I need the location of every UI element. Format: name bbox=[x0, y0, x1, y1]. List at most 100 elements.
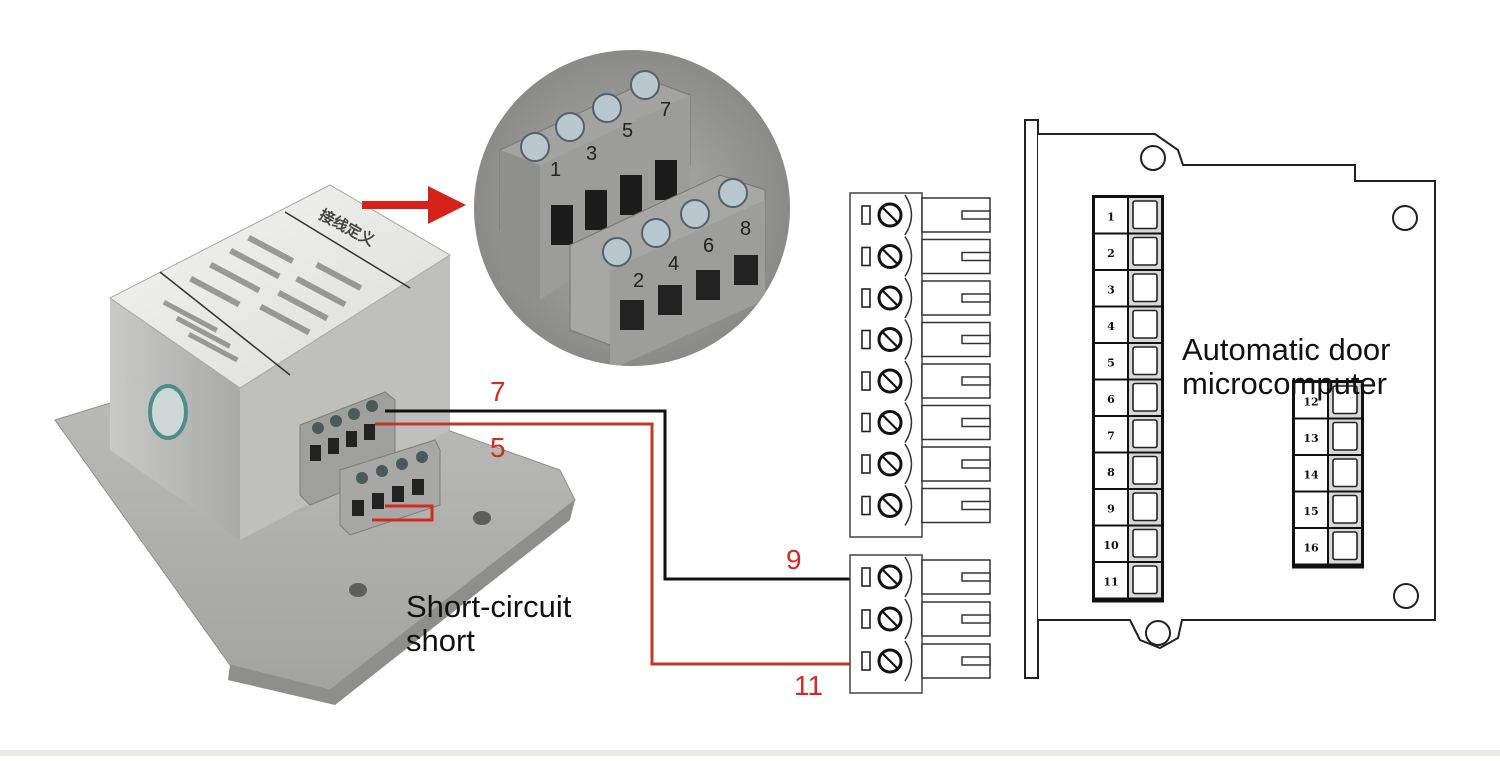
terminal-slot bbox=[1132, 236, 1158, 266]
terminal-number-cell bbox=[1295, 456, 1327, 491]
inset-terminal-label: 3 bbox=[586, 143, 597, 165]
plug-slot bbox=[961, 500, 991, 511]
mounting-hole bbox=[473, 511, 491, 525]
terminal-number-cell bbox=[1095, 417, 1127, 452]
controller-terminal: 3 bbox=[1095, 271, 1161, 306]
terminal-number: 2 bbox=[1107, 247, 1115, 260]
terminal-number-cell bbox=[1095, 198, 1127, 233]
housing-curve bbox=[904, 443, 913, 485]
wire-label-device-top: 7 bbox=[490, 376, 506, 407]
terminal-slot bbox=[1332, 458, 1358, 488]
screw-slot bbox=[882, 456, 898, 472]
wire-entry bbox=[861, 246, 871, 267]
mounting-hole bbox=[349, 583, 367, 597]
terminal-number-cell bbox=[1295, 383, 1327, 418]
wire-label-connector-bottom: 11 bbox=[794, 670, 824, 701]
housing-curve bbox=[904, 556, 913, 598]
plug-slot bbox=[961, 293, 991, 303]
screw-slot bbox=[882, 653, 898, 669]
terminal-number: 7 bbox=[1107, 429, 1115, 442]
connector-pin bbox=[861, 360, 991, 402]
screw-slot bbox=[882, 290, 898, 306]
plug-slot bbox=[961, 572, 991, 582]
board-mount-hole bbox=[1145, 620, 1171, 646]
inset-terminal-label: 5 bbox=[622, 120, 633, 142]
housing-curve bbox=[904, 640, 913, 682]
bottom-border bbox=[0, 750, 1500, 756]
terminal-number-cell bbox=[1095, 307, 1127, 342]
inset-terminal-label: 7 bbox=[660, 99, 671, 121]
terminal-slot bbox=[1132, 455, 1158, 485]
connector-pin bbox=[861, 194, 991, 236]
wire-black bbox=[385, 409, 862, 581]
connector-upper bbox=[849, 192, 991, 538]
inset-terminal-label: 8 bbox=[740, 218, 751, 240]
screw-slot bbox=[882, 207, 898, 223]
housing-curve bbox=[904, 598, 913, 640]
screw-slot bbox=[882, 414, 898, 431]
device-terminal-block bbox=[299, 391, 441, 536]
screw-slot bbox=[882, 569, 898, 585]
connector-pin bbox=[861, 402, 991, 443]
inset-terminal-label: 4 bbox=[668, 253, 679, 275]
terminal-number-cell bbox=[1095, 380, 1127, 415]
terminal-number: 9 bbox=[1107, 502, 1115, 515]
plug-slot bbox=[961, 656, 991, 666]
terminal-number: 6 bbox=[1107, 393, 1115, 406]
wire-label-connector-top: 9 bbox=[786, 544, 802, 575]
connector-pin bbox=[861, 236, 991, 277]
screw-slot bbox=[882, 611, 898, 627]
plug-slot bbox=[961, 459, 991, 469]
controller-terminal: 10 bbox=[1095, 526, 1161, 561]
controller-annotation: Automatic door microcomputer bbox=[1182, 333, 1391, 401]
controller-terminal: 14 bbox=[1295, 456, 1361, 491]
housing-curve bbox=[904, 319, 913, 360]
wire-entry bbox=[861, 412, 871, 433]
terminal-number: 4 bbox=[1107, 320, 1115, 333]
terminal-number-cell bbox=[1095, 490, 1127, 525]
terminal-number: 12 bbox=[1303, 395, 1318, 408]
plug-slot bbox=[961, 251, 991, 262]
wire-entry bbox=[861, 329, 871, 350]
screw-slot bbox=[882, 331, 898, 348]
plug-slot bbox=[961, 417, 991, 428]
terminal-slot bbox=[1132, 382, 1158, 412]
screw-slot bbox=[882, 248, 898, 265]
wire-label-device-bottom: 5 bbox=[490, 432, 506, 463]
wire-entry bbox=[861, 205, 871, 225]
short-circuit-annotation: Short-circuit short bbox=[406, 590, 571, 658]
terminal-number-cell bbox=[1095, 234, 1127, 269]
plug-slot bbox=[961, 334, 991, 345]
wire-entry bbox=[861, 567, 871, 587]
terminal-number: 11 bbox=[1103, 575, 1118, 588]
housing-curve bbox=[904, 485, 913, 526]
terminal-slot bbox=[1132, 492, 1158, 522]
controller-terminal: 5 bbox=[1095, 344, 1161, 379]
inset-terminal-label: 6 bbox=[703, 235, 714, 257]
wire-entry bbox=[861, 371, 871, 391]
controller-terminal: 12 bbox=[1295, 383, 1361, 418]
terminal-number-cell bbox=[1095, 453, 1127, 488]
annotation-line: Automatic door bbox=[1182, 332, 1391, 367]
terminal-number-cell bbox=[1095, 344, 1127, 379]
terminal-slot bbox=[1132, 200, 1158, 230]
terminal-number: 10 bbox=[1103, 539, 1119, 552]
terminal-number: 1 bbox=[1107, 210, 1115, 223]
wire-entry bbox=[861, 609, 871, 629]
controller-terminal: 16 bbox=[1295, 529, 1361, 564]
screw-slot bbox=[882, 497, 898, 514]
terminal-slot bbox=[1132, 309, 1158, 339]
short-circuit-jumper bbox=[372, 504, 434, 522]
connector-lower bbox=[849, 554, 991, 694]
terminal-number-cell bbox=[1295, 419, 1327, 454]
terminal-slot bbox=[1132, 273, 1158, 303]
controller-terminal: 2 bbox=[1095, 234, 1161, 269]
plug-slot bbox=[961, 614, 991, 624]
terminal-number: 3 bbox=[1107, 283, 1115, 296]
wire-entry bbox=[861, 651, 871, 671]
inset-terminal-label: 2 bbox=[633, 270, 644, 292]
screw-slot bbox=[882, 373, 898, 389]
